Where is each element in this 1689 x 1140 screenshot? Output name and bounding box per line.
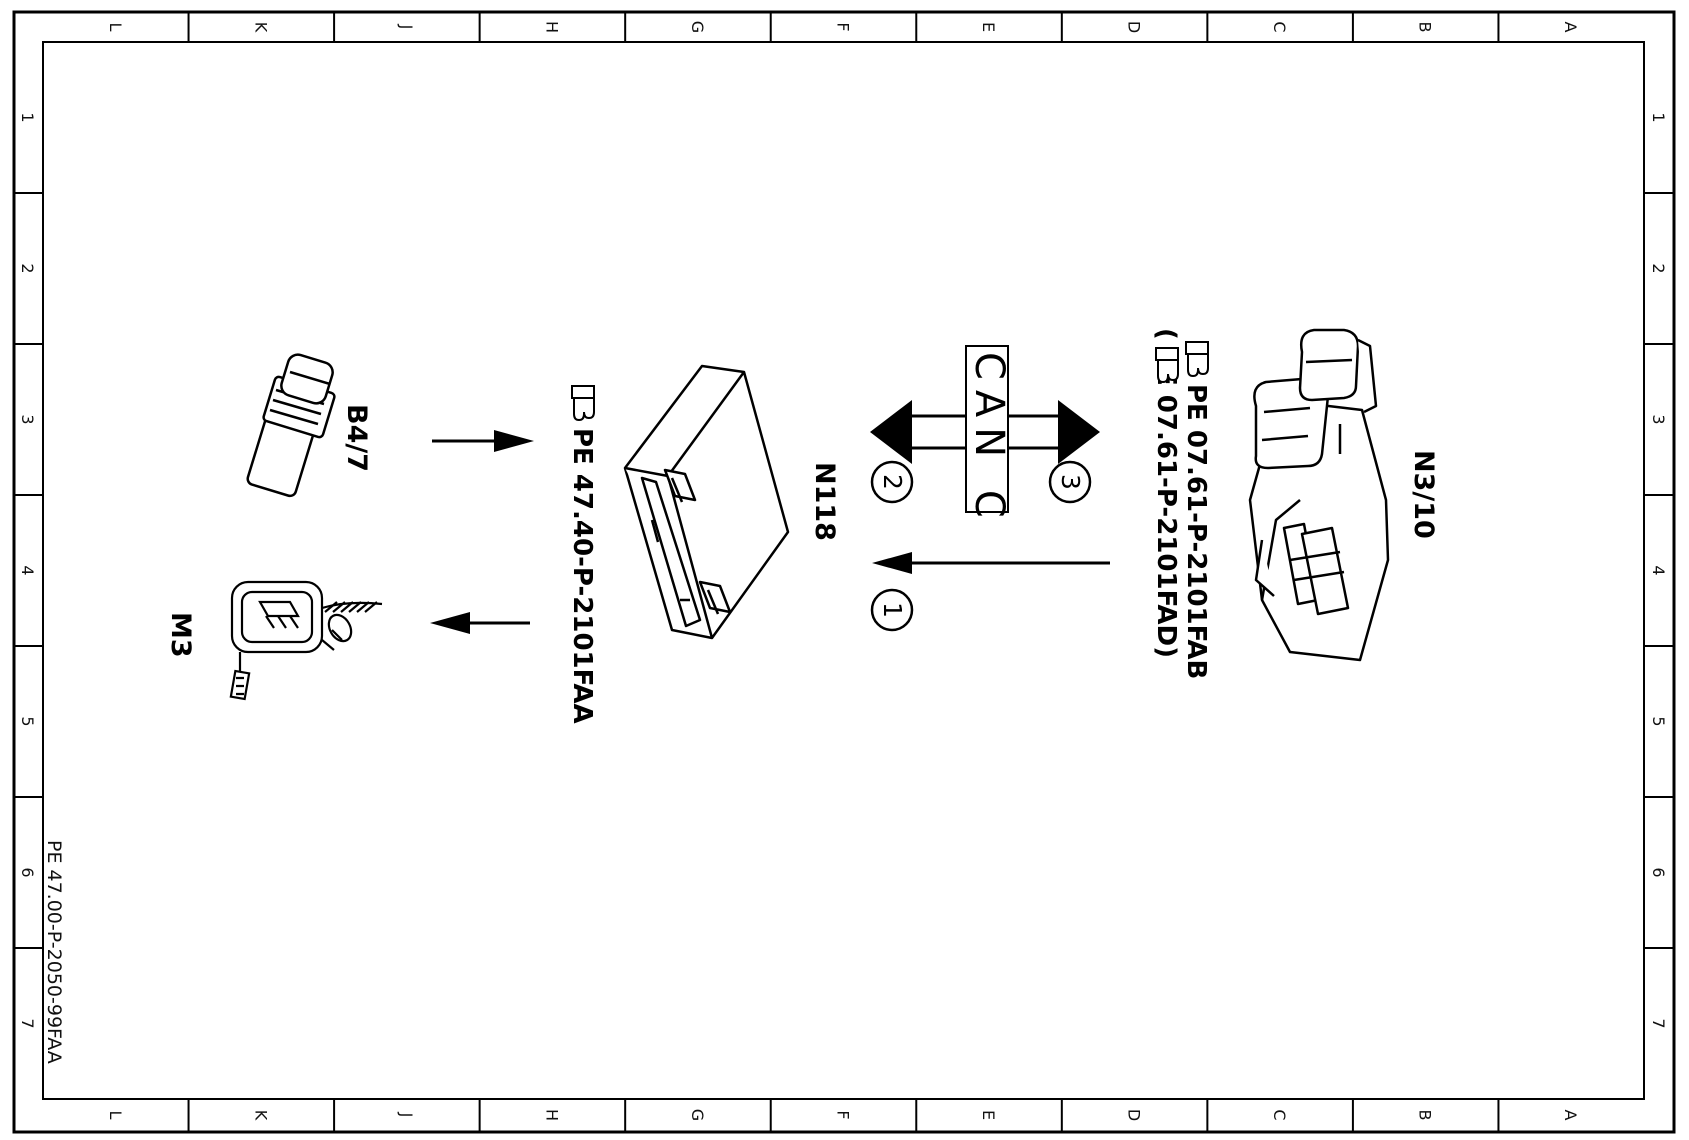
svg-text:( PE 07.61-P-2101FAD): ( PE 07.61-P-2101FAD) bbox=[1151, 328, 1181, 658]
zone-column-label: K bbox=[251, 22, 270, 33]
zone-row-label: 7 bbox=[1649, 1018, 1668, 1028]
fuel-pump-m3-icon bbox=[229, 580, 383, 701]
svg-text:PE 07.61-P-2101FAB: PE 07.61-P-2101FAB bbox=[1181, 384, 1211, 679]
zone-column-label: A bbox=[1561, 1110, 1580, 1121]
zone-column-label: J bbox=[397, 1112, 416, 1118]
svg-text:1: 1 bbox=[878, 602, 907, 618]
zone-row-label: 1 bbox=[18, 112, 37, 122]
zone-row-label: 3 bbox=[18, 414, 37, 424]
sensor-b4-7-icon bbox=[246, 353, 336, 498]
zone-row-label: 4 bbox=[1649, 565, 1668, 575]
zone-column-label: H bbox=[542, 1109, 561, 1121]
signal-3: 3 bbox=[1048, 460, 1092, 504]
n3-10-reference-1: PE 07.61-P-2101FAB bbox=[1181, 341, 1211, 679]
document-id: PE 47.00-P-2050-99FAA bbox=[43, 840, 65, 1064]
pointing-hand-icon bbox=[1185, 341, 1209, 378]
zone-row-label: 4 bbox=[18, 565, 37, 575]
zone-column-label: D bbox=[1125, 21, 1144, 33]
zone-column-label: G bbox=[688, 21, 707, 33]
zone-column-label: E bbox=[979, 1110, 998, 1120]
zone-column-label: B bbox=[1416, 22, 1435, 33]
svg-text:3: 3 bbox=[1056, 474, 1085, 490]
zone-column-label: C bbox=[1270, 21, 1289, 32]
engine-control-unit-n3-10-icon bbox=[1248, 328, 1390, 662]
arrow-n118-to-m3 bbox=[430, 612, 530, 634]
signal-1: 1 bbox=[870, 588, 914, 632]
arrow-b4-7-to-n118 bbox=[432, 430, 534, 452]
svg-text:PE 47.40-P-2101FAA: PE 47.40-P-2101FAA bbox=[567, 428, 597, 724]
zone-row-label: 3 bbox=[1649, 414, 1668, 424]
can-c-label: CAN C bbox=[966, 352, 1012, 528]
n118-label: N118 bbox=[809, 462, 840, 541]
zone-row-label: 6 bbox=[1649, 867, 1668, 877]
pointing-hand-icon bbox=[571, 385, 595, 422]
m3-label: M3 bbox=[165, 612, 196, 658]
b4-7-label: B4/7 bbox=[341, 404, 372, 472]
zone-column-label: L bbox=[106, 1111, 125, 1120]
zone-column-label: F bbox=[834, 22, 853, 31]
signal-2: 2 bbox=[870, 460, 914, 504]
zone-ticks bbox=[14, 12, 1674, 1132]
can-c-box bbox=[965, 345, 1009, 513]
pointing-hand-icon bbox=[1155, 347, 1179, 384]
zone-column-label: K bbox=[251, 1110, 270, 1121]
zone-row-label: 5 bbox=[18, 716, 37, 726]
zone-row-label: 2 bbox=[1649, 263, 1668, 273]
svg-text:2: 2 bbox=[878, 474, 907, 490]
zone-column-label: H bbox=[542, 21, 561, 33]
zone-row-label: 7 bbox=[18, 1018, 37, 1028]
control-unit-n118-icon bbox=[623, 364, 790, 640]
inner-frame bbox=[42, 41, 1645, 1100]
zone-column-label: C bbox=[1270, 1109, 1289, 1120]
arrow-n3-10-to-n118 bbox=[872, 552, 1110, 574]
zone-row-label: 2 bbox=[18, 263, 37, 273]
zone-column-label: J bbox=[397, 24, 416, 30]
n3-10-reference-2: ( PE 07.61-P-2101FAD) bbox=[1151, 328, 1181, 658]
zone-row-label: 6 bbox=[18, 867, 37, 877]
outer-frame bbox=[12, 10, 1676, 1134]
n3-10-label: N3/10 bbox=[1408, 450, 1439, 539]
zone-column-label: G bbox=[688, 1109, 707, 1121]
zone-column-label: D bbox=[1125, 1109, 1144, 1121]
zone-column-label: L bbox=[106, 23, 125, 32]
zone-column-label: E bbox=[979, 22, 998, 32]
zone-column-label: B bbox=[1416, 1110, 1435, 1121]
n118-reference: PE 47.40-P-2101FAA bbox=[567, 385, 597, 724]
zone-row-label: 1 bbox=[1649, 112, 1668, 122]
zone-labels: L L K K J J H H G G F F E E D D C C B B A A 1 1 2 2 3 3 4 4 5 5 6 6 7 7 bbox=[18, 21, 1668, 1121]
zone-row-label: 5 bbox=[1649, 716, 1668, 726]
zone-column-label: F bbox=[834, 1110, 853, 1119]
zone-column-label: A bbox=[1561, 22, 1580, 33]
